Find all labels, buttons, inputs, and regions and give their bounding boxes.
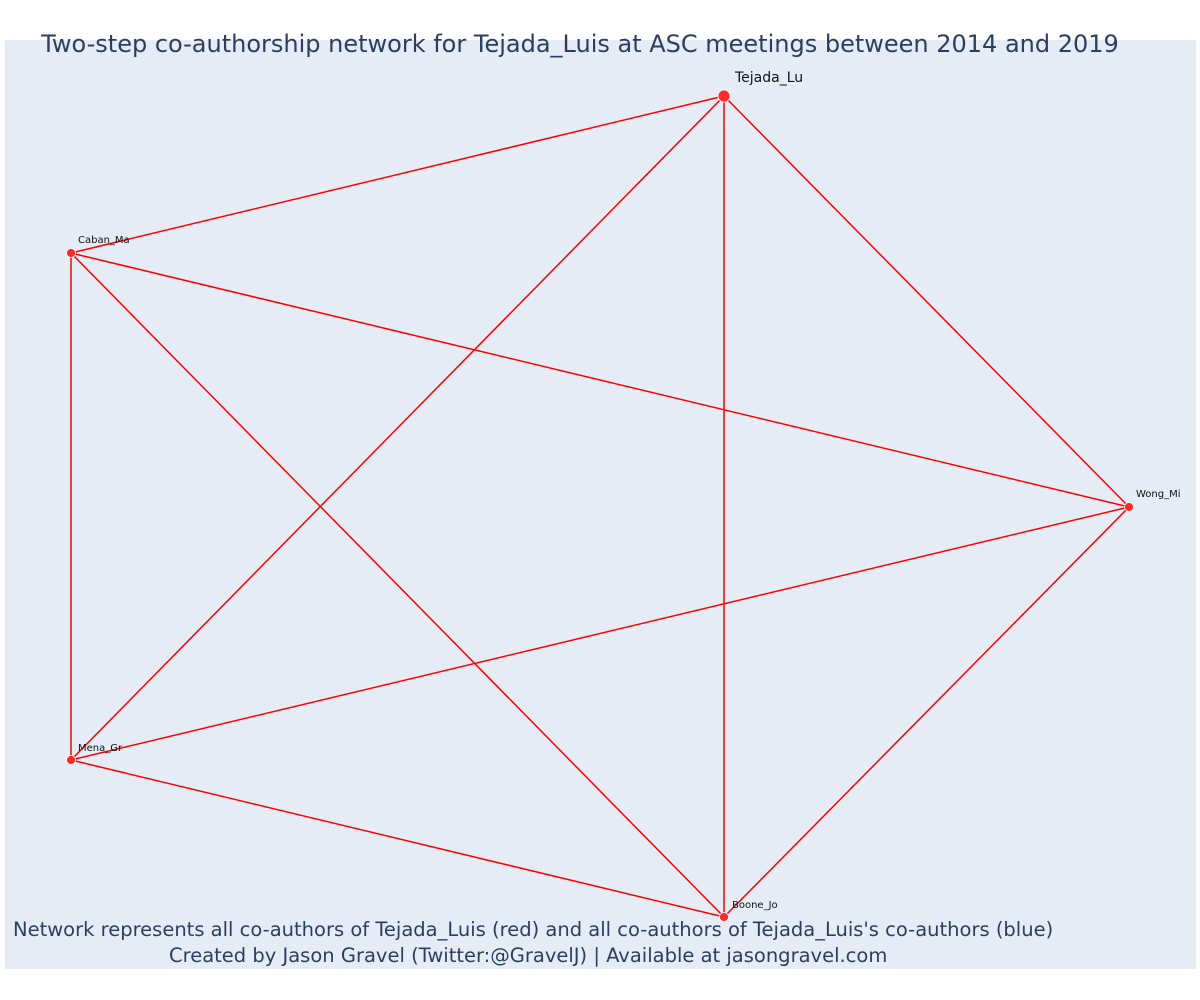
chart-title: Two-step co-authorship network for Tejad… [41,30,1119,58]
edge-tejada-lu-caban-ma [70,95,725,254]
edge-caban-ma-wong-mi [70,252,1130,508]
nodes-layer [66,89,1134,922]
caption-credit: Created by Jason Gravel (Twitter:@Gravel… [169,944,888,967]
node-tejada-lu[interactable] [717,89,731,103]
plot-background [5,40,1196,969]
node-caban-ma[interactable] [66,248,76,258]
caption-description: Network represents all co-authors of Tej… [13,918,1054,941]
node-label-wong-mi: Wong_Mi [1136,489,1181,500]
edges-layer [70,95,1130,918]
edge-wong-mi-boone-jo [723,506,1130,918]
node-label-boone-jo: Boone_Jo [732,900,778,911]
edge-tejada-lu-mena-gr [70,95,725,761]
node-label-tejada-lu: Tejada_Lu [734,70,803,86]
node-boone-jo[interactable] [719,912,729,922]
node-mena-gr[interactable] [66,755,76,765]
edge-wong-mi-mena-gr [70,506,1130,761]
edge-tejada-lu-wong-mi [723,95,1130,508]
node-wong-mi[interactable] [1124,502,1134,512]
node-label-mena-gr: Mena_Gr [78,743,123,754]
edge-mena-gr-boone-jo [70,759,725,918]
node-label-caban-ma: Caban_Ma [78,235,130,246]
edge-caban-ma-boone-jo [70,252,725,918]
